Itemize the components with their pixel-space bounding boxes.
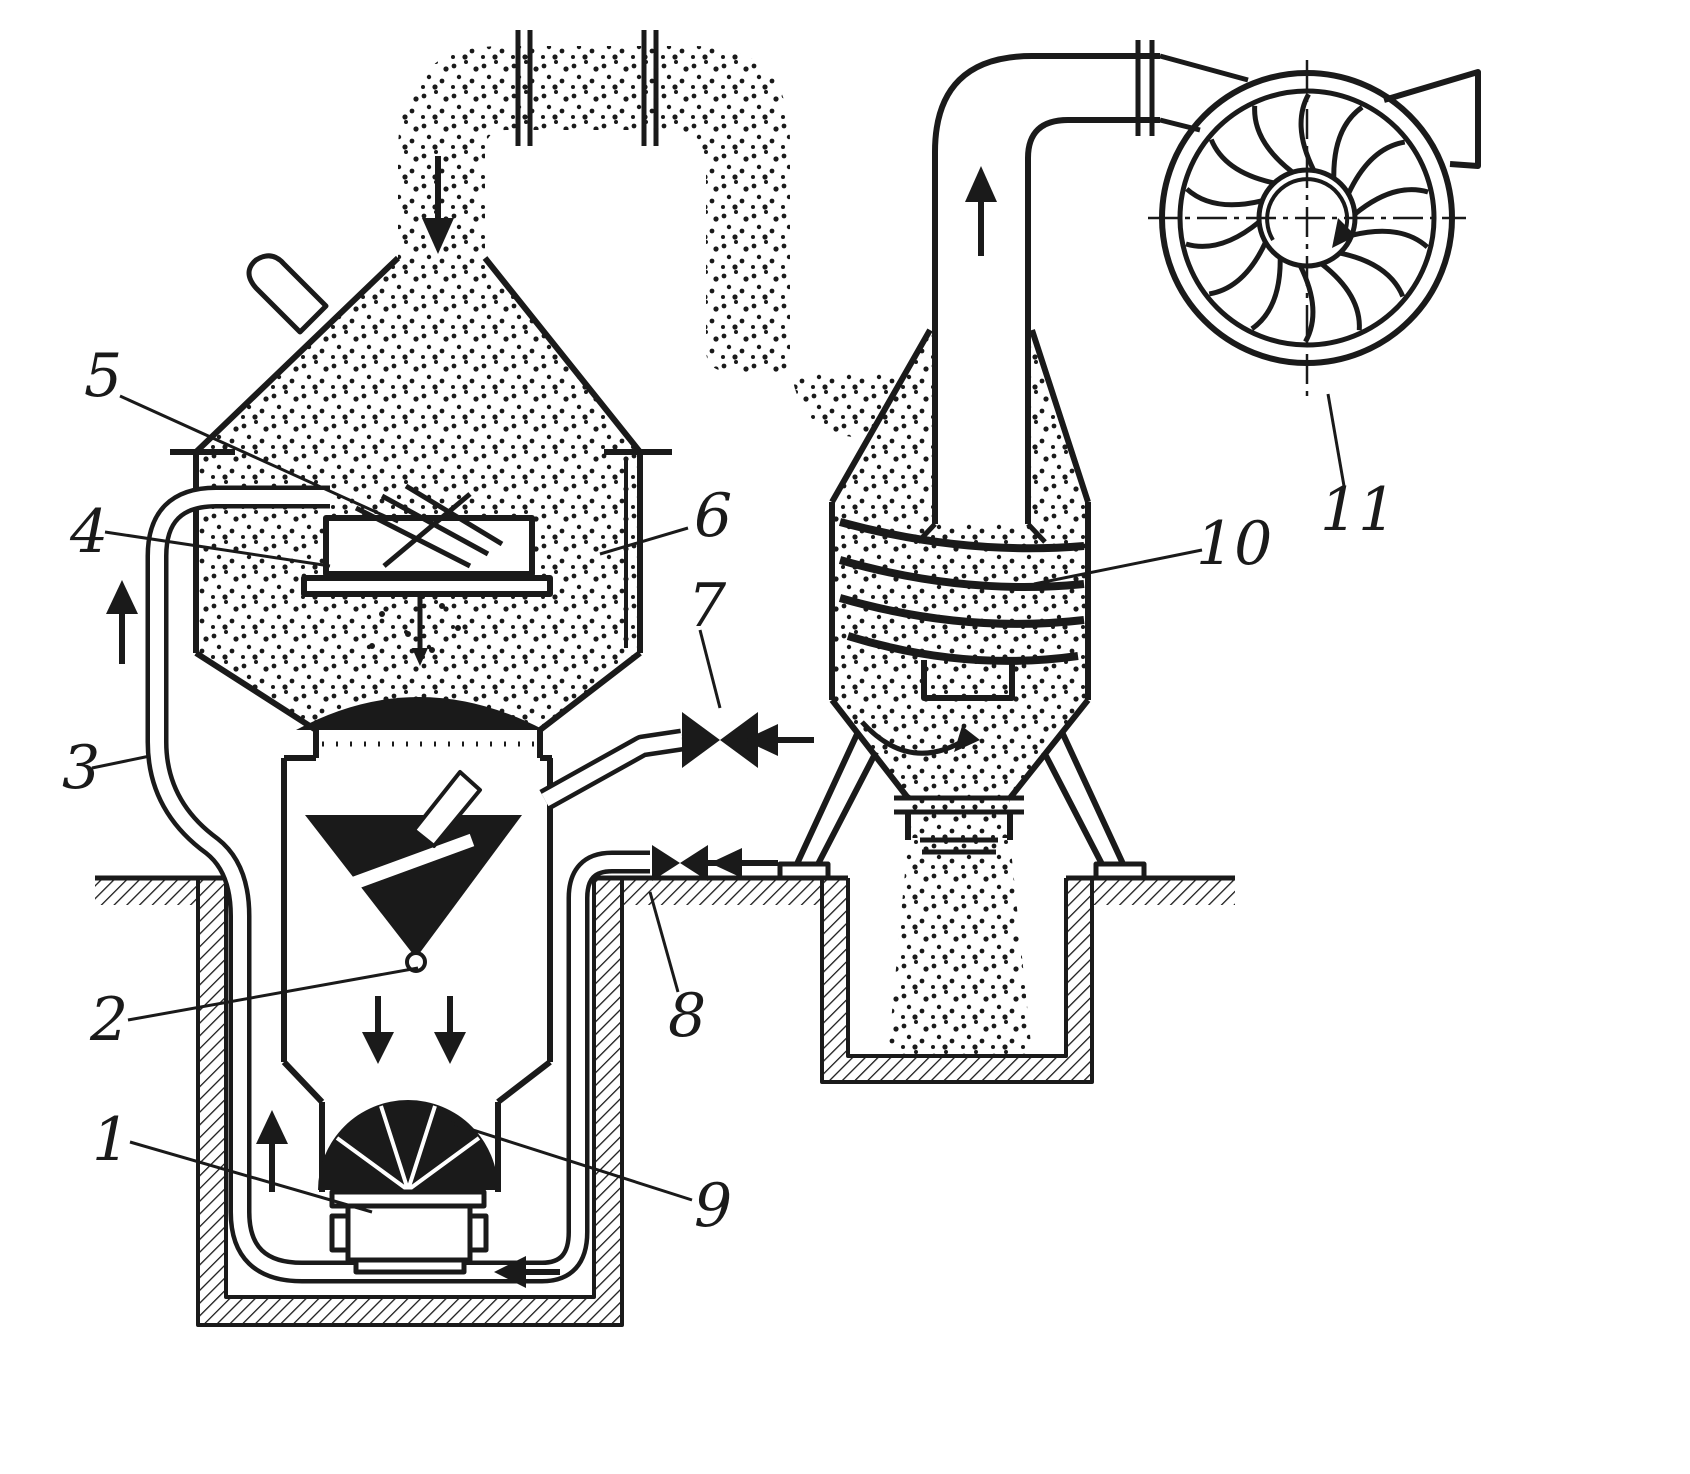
arrow-into-valve-7 xyxy=(744,724,814,756)
leader-10 xyxy=(1033,548,1203,586)
valves xyxy=(652,712,792,881)
leader-2 xyxy=(127,966,419,1022)
arrow-left-bottom-pipe xyxy=(494,1256,560,1288)
probe xyxy=(412,770,482,848)
spray-dots xyxy=(369,603,461,653)
fan-centerlines xyxy=(1148,60,1466,396)
part-label-5: 5 xyxy=(84,341,122,411)
material-mound xyxy=(296,697,544,730)
funnel-tip xyxy=(405,951,427,973)
part-label-9: 9 xyxy=(694,1171,732,1241)
leader-9 xyxy=(447,1120,693,1202)
outlet-flange xyxy=(920,837,998,855)
throat-step xyxy=(284,730,552,761)
leader-1 xyxy=(129,1140,373,1214)
funnel-white-band xyxy=(327,833,475,899)
flange-joints xyxy=(515,30,1155,146)
fan-hub xyxy=(1256,167,1358,269)
louver-bracket xyxy=(921,660,1015,701)
fan-outlet xyxy=(1383,69,1481,169)
hopper-flange xyxy=(894,795,1024,815)
part-label-2: 2 xyxy=(89,985,128,1055)
swirl-arrowhead xyxy=(954,726,980,752)
arrow-into-valve-8 xyxy=(710,848,778,878)
fan xyxy=(1148,53,1481,396)
part-label-8: 8 xyxy=(668,981,706,1051)
flange-top-duct-1 xyxy=(515,30,533,146)
leg-foot-left xyxy=(777,861,831,881)
support-legs xyxy=(793,730,1127,870)
u-pipe-bore xyxy=(150,490,650,1279)
dryer-walls xyxy=(193,452,643,653)
ground-hatch-right xyxy=(1092,878,1235,905)
leader-lines xyxy=(91,393,1346,1214)
burner-mound-radials xyxy=(335,1105,481,1192)
leader-8 xyxy=(648,891,680,993)
leader-7 xyxy=(698,629,722,709)
arrow-up-exit-pipe xyxy=(965,166,997,256)
spray-lines xyxy=(354,483,504,569)
feeder-mechanism xyxy=(329,1189,489,1275)
part-label-10: 10 xyxy=(1196,509,1272,579)
dryer-vessel xyxy=(170,253,672,1192)
swirl-line xyxy=(860,720,970,756)
part-label-6: 6 xyxy=(694,481,732,551)
flange-fan-inlet xyxy=(1135,40,1155,136)
fan-inlet-lines xyxy=(1159,53,1249,133)
part-label-1: 1 xyxy=(92,1105,130,1175)
leader-6 xyxy=(599,526,689,556)
ground-hatch-left xyxy=(95,878,198,905)
left-pit-outline xyxy=(196,878,624,1327)
black-funnel xyxy=(305,815,522,958)
cyclone-hopper xyxy=(829,698,1091,800)
right-pit-outline xyxy=(820,878,1094,1084)
part-label-11: 11 xyxy=(1320,475,1396,545)
flange-top-duct-2 xyxy=(641,30,659,146)
arrow-down-chamber-left xyxy=(362,996,394,1064)
flow-arrows xyxy=(106,156,997,1288)
bypass-pipe-bore xyxy=(541,733,684,807)
stipple-top-duct xyxy=(398,46,906,438)
leg-foot-right xyxy=(1093,861,1147,881)
exit-pipe-fill xyxy=(935,56,1160,524)
cyclone-walls xyxy=(829,502,1091,700)
arrow-up-left-pipe xyxy=(106,580,138,664)
louver-slats xyxy=(838,518,1085,665)
hopper-outlet xyxy=(905,812,1013,840)
hub-arrowhead xyxy=(1332,218,1356,248)
arrow-down-chamber-right xyxy=(434,996,466,1064)
part-label-3: 3 xyxy=(62,733,100,803)
leader-4 xyxy=(104,530,331,568)
pipe-loop xyxy=(145,485,684,1284)
arrow-down-top-duct xyxy=(422,156,454,254)
right-pit-wall xyxy=(822,878,1092,1082)
exit-pipe-left-wall xyxy=(932,53,1160,524)
part-label-4: 4 xyxy=(69,497,108,567)
cyclone-cone-top xyxy=(829,328,1091,504)
cyclone-separator xyxy=(777,53,1160,881)
stipple-falling-stream xyxy=(888,840,1032,1054)
ground-hatch-middle xyxy=(622,878,822,905)
upper-funnel xyxy=(194,650,642,733)
part-labels: 1 2 3 4 5 6 7 8 9 10 11 xyxy=(62,341,1396,1241)
cone-nozzle xyxy=(246,253,329,335)
distributor-plate xyxy=(301,575,553,597)
part-label-7: 7 xyxy=(688,571,727,641)
exit-pipe-right-wall xyxy=(1025,117,1160,524)
fan-casing xyxy=(1159,70,1455,366)
lower-funnel xyxy=(281,1059,552,1105)
leader-3 xyxy=(91,754,151,770)
hub-rotation-arrow xyxy=(1265,177,1350,242)
dryer-cone-outline xyxy=(193,255,643,455)
leader-5 xyxy=(119,394,399,524)
stem-tip xyxy=(412,648,428,666)
leader-11 xyxy=(1326,393,1346,487)
fan-rim xyxy=(1177,88,1437,348)
